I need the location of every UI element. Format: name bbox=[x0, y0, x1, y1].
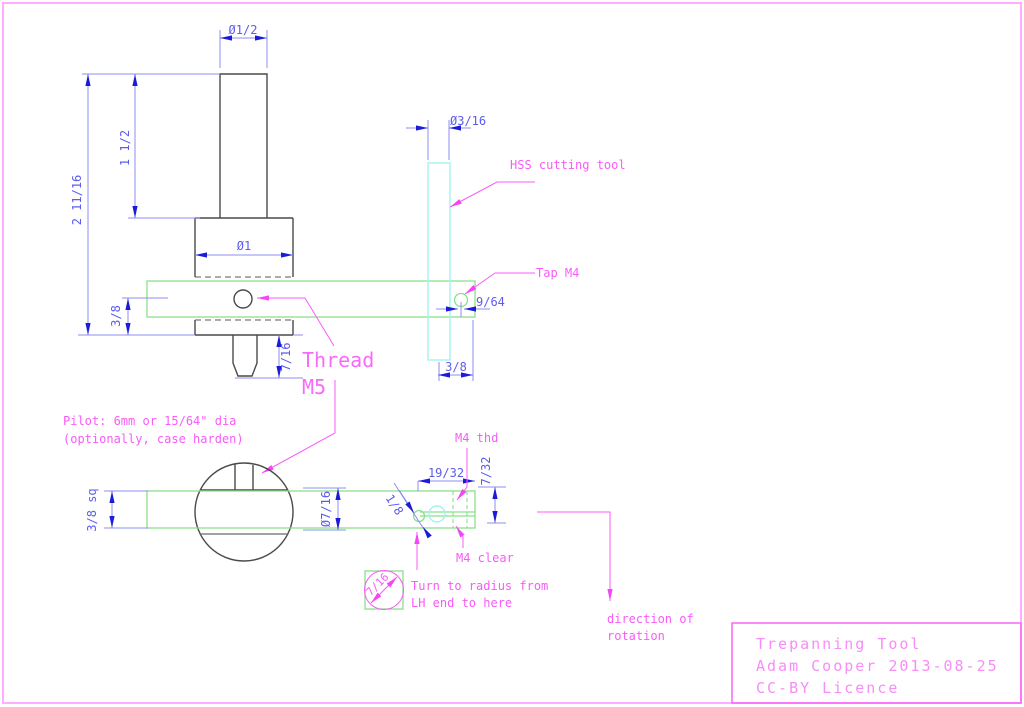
label-m4-clear: M4 clear bbox=[456, 551, 514, 565]
shaft-outline bbox=[219, 73, 268, 218]
label-direction-line2: rotation bbox=[607, 629, 665, 643]
title-block-licence: CC-BY Licence bbox=[756, 679, 899, 697]
label-thread-m5-line1: Thread bbox=[302, 348, 374, 372]
pilot-outline bbox=[232, 335, 258, 377]
title-block-border bbox=[731, 622, 1022, 704]
dim-bar-sq: 3/8 sq bbox=[85, 488, 99, 531]
note-turn-line2: LH end to here bbox=[411, 596, 512, 610]
hss-tool-highlight bbox=[427, 162, 451, 361]
label-tap-m4: Tap M4 bbox=[536, 266, 579, 280]
dim-end-len: 19/32 bbox=[428, 466, 464, 480]
dim-hole-depth: 7/32 bbox=[479, 457, 493, 486]
dim-tool-inset: 3/8 bbox=[445, 360, 467, 374]
cross-bar-highlight bbox=[146, 280, 476, 318]
dim-pilot-len: 7/16 bbox=[279, 343, 293, 372]
label-direction-line1: direction of bbox=[607, 612, 694, 626]
leader-thread-m5 bbox=[257, 295, 335, 347]
leader-m4-thd bbox=[456, 448, 468, 501]
note-pilot-line1: Pilot: 6mm or 15/64" dia bbox=[63, 414, 236, 428]
note-pilot-line2: (optionally, case harden) bbox=[63, 432, 244, 446]
dim-tool-dia: Ø3/16 bbox=[450, 114, 486, 128]
dim-shaft-len: 1 1/2 bbox=[118, 130, 132, 166]
dim-tap-offset: 9/64 bbox=[476, 295, 505, 309]
title-block-title: Trepanning Tool bbox=[756, 635, 921, 653]
leader-m4-clear bbox=[455, 525, 465, 548]
bottom-view: 1/8 3/8 sq Ø7/16 19/32 7/32 M4 thd M4 cl… bbox=[85, 431, 694, 643]
dim-body-dia: Ø1 bbox=[237, 239, 251, 253]
label-hss-cutting-tool: HSS cutting tool bbox=[510, 158, 626, 172]
dim-arrow-pilot-hole-a bbox=[398, 489, 415, 514]
bar-side-highlight bbox=[146, 490, 476, 529]
dim-line-detail-dia bbox=[370, 576, 398, 604]
dim-arrow-pilot-hole-b bbox=[422, 526, 432, 539]
leader-thread-m5-to-slot bbox=[261, 380, 336, 474]
title-block: Trepanning Tool Adam Cooper 2013-08-25 C… bbox=[731, 622, 1022, 704]
dim-overall-len: 2 11/16 bbox=[70, 175, 84, 226]
label-m4-thd: M4 thd bbox=[455, 431, 498, 445]
note-turn-line1: Turn to radius from bbox=[411, 579, 548, 593]
title-block-author-date: Adam Cooper 2013-08-25 bbox=[756, 657, 999, 675]
dim-bar-offset: 3/8 bbox=[109, 305, 123, 327]
top-view: Ø1/2 1 1/2 2 11/16 3/8 Ø1 7/16 Ø3/16 bbox=[70, 23, 626, 474]
body-circle bbox=[194, 462, 294, 562]
m4-clear-hole-circle bbox=[428, 505, 446, 523]
detail-circle bbox=[364, 570, 404, 610]
leader-direction-of-rotation bbox=[537, 511, 613, 601]
leader-hss bbox=[449, 181, 535, 208]
dim-turned-dia: Ø7/16 bbox=[319, 491, 333, 527]
leader-tap-m4 bbox=[464, 272, 535, 295]
dim-shaft-dia: Ø1/2 bbox=[229, 23, 258, 37]
thread-m5-hole bbox=[233, 289, 253, 309]
label-thread-m5-line2: M5 bbox=[302, 375, 326, 399]
